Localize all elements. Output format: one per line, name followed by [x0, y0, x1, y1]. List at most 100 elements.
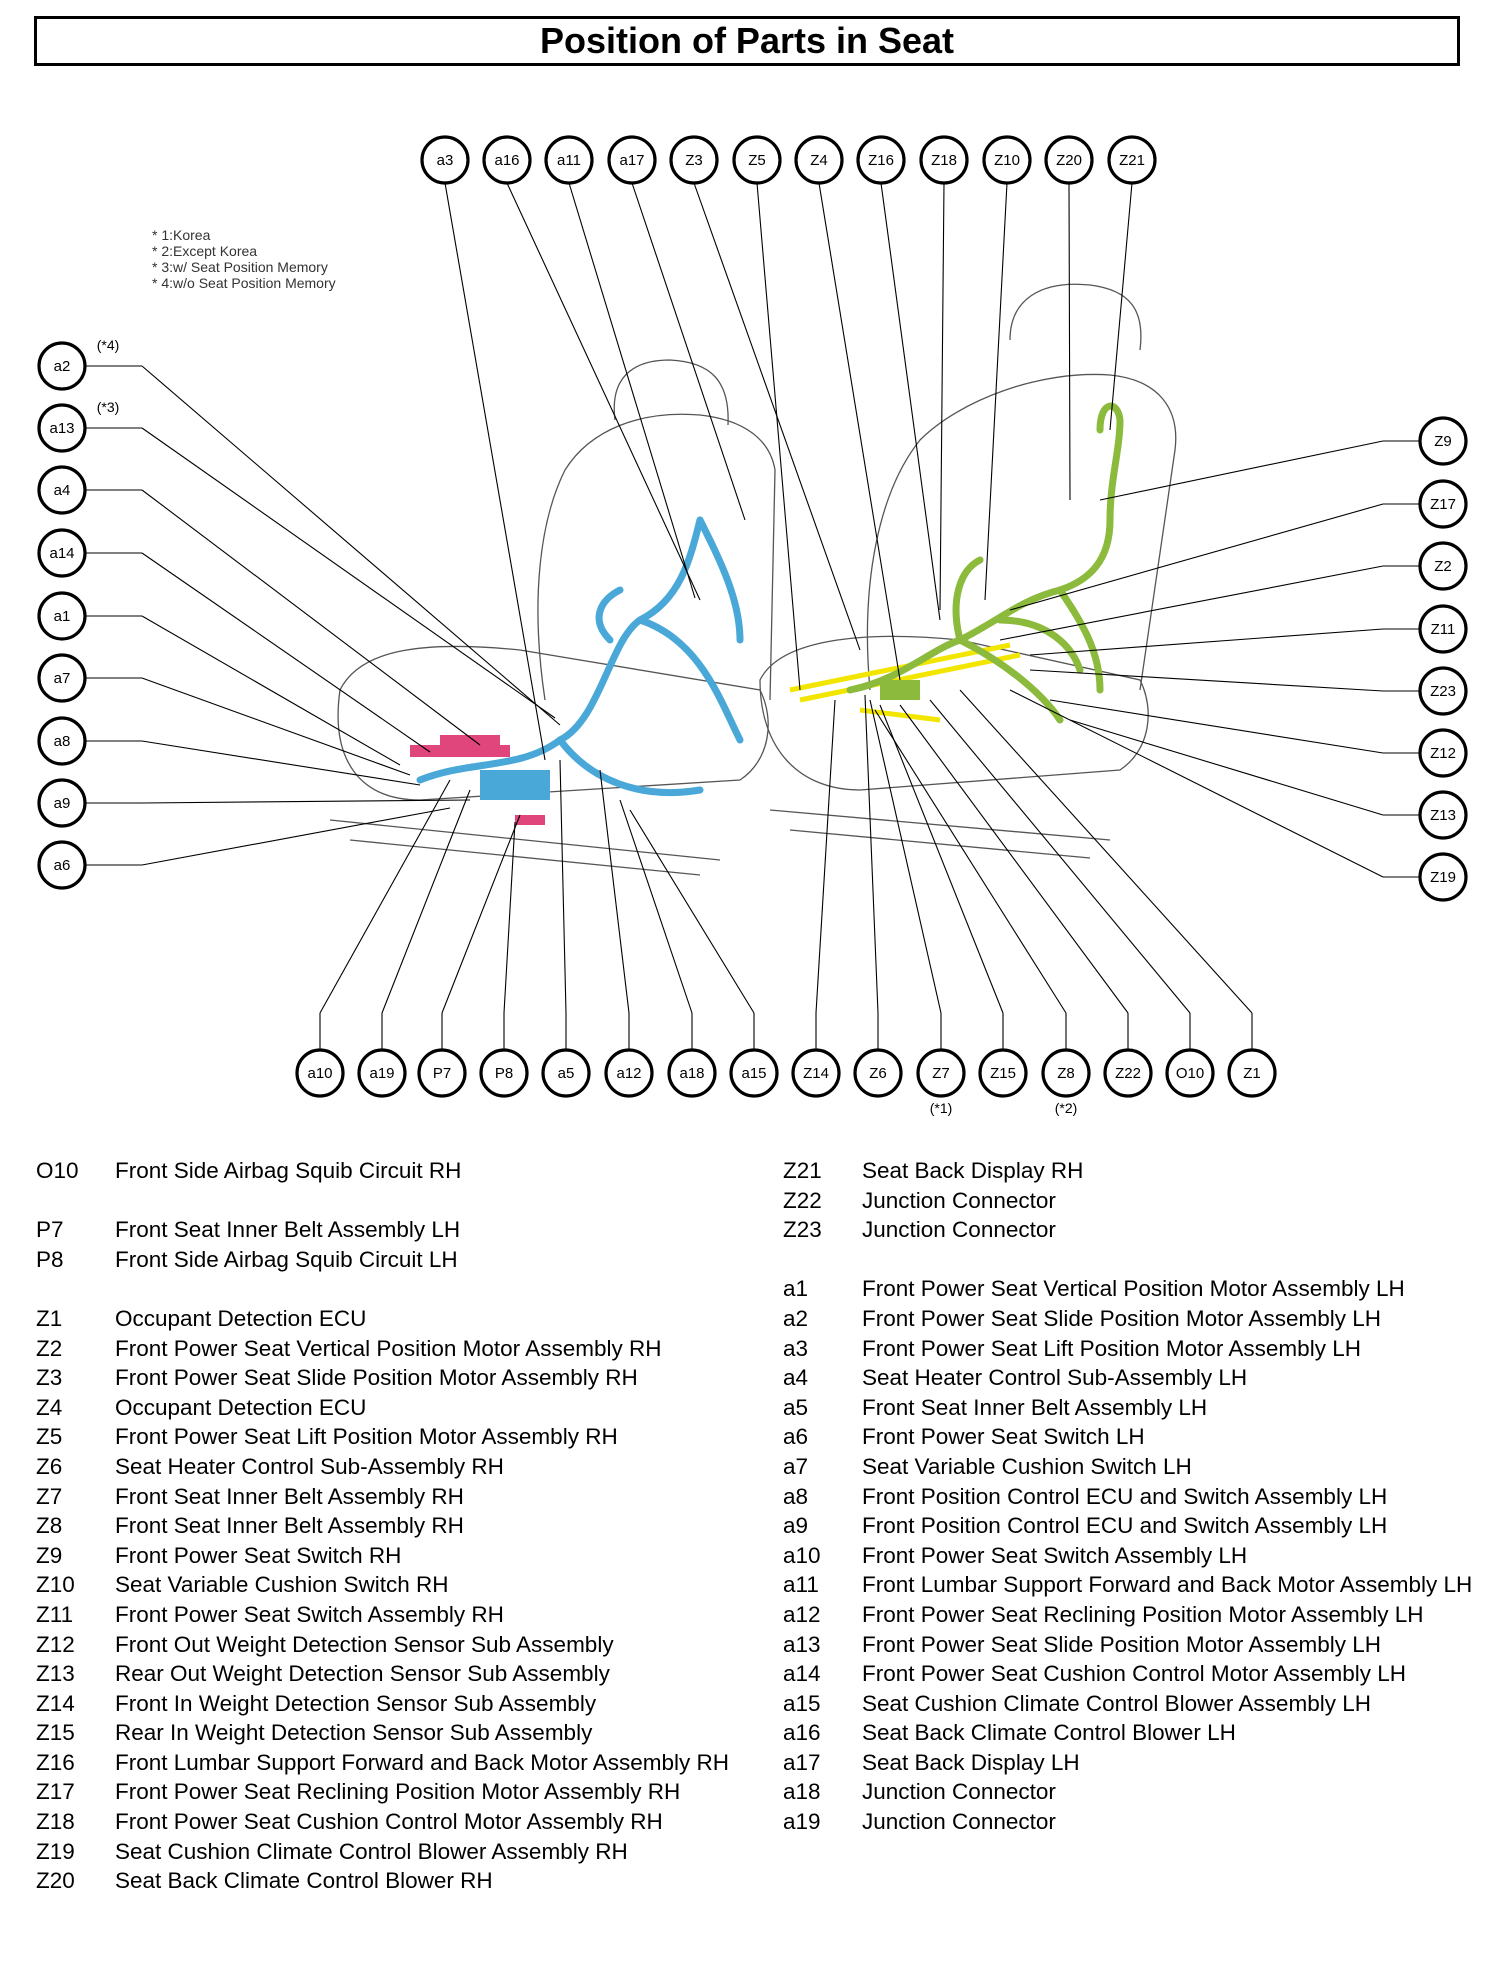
callout-label: Z10: [994, 152, 1020, 169]
callout-p8: P8: [479, 1048, 529, 1098]
callout-label: Z4: [810, 152, 828, 169]
legend-description: Seat Back Display LH: [862, 1749, 1080, 1775]
leader-z12-b: [1049, 699, 1384, 754]
callout-circle: [1107, 135, 1157, 185]
callout-label: P8: [495, 1065, 513, 1082]
legend-code: Z13: [36, 1661, 75, 1687]
callout-label: a6: [54, 857, 71, 874]
leader-a19-b: [381, 789, 471, 1014]
callout-circle: [295, 1048, 345, 1098]
callout-label: Z17: [1430, 496, 1456, 513]
callout-z9: Z9: [1418, 416, 1468, 466]
callout-circle: [37, 778, 87, 828]
legend-code: Z20: [36, 1868, 75, 1894]
legend-description: Front Power Seat Reclining Position Moto…: [115, 1779, 681, 1805]
leader-z17-b: [1009, 503, 1384, 611]
leader-z13-b: [1069, 719, 1384, 816]
callout-label: a4: [54, 482, 71, 499]
legend-item-z20: Z20 Seat Back Climate Control Blower RH: [36, 1866, 756, 1896]
legend-description: Front Power Seat Reclining Position Moto…: [862, 1601, 1424, 1627]
legend-description: Front Seat Inner Belt Assembly LH: [115, 1217, 461, 1243]
callout-label: Z12: [1430, 745, 1456, 762]
leader-z9-b: [1099, 440, 1384, 501]
rh-harness-branch-4: [996, 616, 1084, 674]
legend-description: Front Lumbar Support Forward and Back Mo…: [862, 1572, 1473, 1598]
callout-o10: O10: [1165, 1048, 1215, 1098]
legend-description: Front Lumbar Support Forward and Back Mo…: [115, 1749, 729, 1775]
callout-label: Z9: [1434, 433, 1452, 450]
callout-circle: [37, 840, 87, 890]
callout-z3: Z3: [669, 135, 719, 185]
legend-description: Seat Heater Control Sub-Assembly LH: [862, 1365, 1248, 1391]
legend-description: Seat Back Climate Control Blower RH: [115, 1868, 493, 1894]
callout-circle: [791, 1048, 841, 1098]
legend-code: Z11: [36, 1601, 74, 1627]
lh-airbag-segment-3: [515, 815, 545, 825]
rh-connector-block: [880, 680, 920, 700]
lh-headrest: [613, 359, 729, 426]
legend-description: Front Power Seat Slide Position Motor As…: [862, 1631, 1381, 1657]
callout-z10: Z10: [982, 135, 1032, 185]
leader-a11: [568, 182, 696, 599]
leader-p7-b: [441, 814, 521, 1014]
lh-seat-back: [537, 413, 776, 701]
lh-harness-branch-1: [556, 736, 704, 797]
callout-circle: [1418, 479, 1468, 529]
callout-z23: Z23: [1418, 666, 1468, 716]
callout-label: Z7: [932, 1065, 950, 1082]
legend-code: a13: [783, 1631, 821, 1657]
leader-a6-b: [141, 807, 451, 866]
legend-code: Z16: [36, 1749, 75, 1775]
legend-description: Seat Back Climate Control Blower LH: [862, 1720, 1236, 1746]
legend-code: Z7: [36, 1483, 63, 1509]
callout-a10: a10: [295, 1048, 345, 1098]
callout-circle: [1103, 1048, 1153, 1098]
callout-circle: [37, 465, 87, 515]
callout-circle: [1418, 604, 1468, 654]
leader-a9-b: [141, 799, 471, 804]
callout-circle: [919, 135, 969, 185]
callout-z12: Z12: [1418, 728, 1468, 778]
legend-code: a3: [783, 1335, 809, 1361]
lh-harness-branch-2: [636, 616, 744, 744]
legend-spacer: [36, 1274, 756, 1304]
callout-circle: [541, 1048, 591, 1098]
callout-circle: [482, 135, 532, 185]
leader-z6-b: [864, 694, 879, 1014]
callout-circle: [729, 1048, 779, 1098]
seat-parts-diagram: * 1:Korea* 2:Except Korea* 3:w/ Seat Pos…: [37, 135, 1468, 1116]
legend-code: a18: [783, 1779, 821, 1805]
callout-label: Z15: [990, 1065, 1016, 1082]
legend-item-a4: a4 Seat Heater Control Sub-Assembly LH: [783, 1363, 1483, 1393]
leader-a7-b: [141, 677, 411, 776]
callout-circle: [853, 1048, 903, 1098]
callout-z8: Z8(*2): [1041, 1048, 1091, 1116]
legend-code: a1: [783, 1276, 809, 1302]
leader-z18: [939, 182, 945, 611]
legend-code: a4: [783, 1365, 809, 1391]
seat-outline: [329, 283, 1177, 876]
legend-code: Z9: [36, 1542, 63, 1568]
leader-a8-b: [141, 740, 421, 786]
legend-description: Front Power Seat Switch RH: [115, 1542, 402, 1568]
rh-harness-branch-3: [952, 556, 984, 644]
rh-seat-back: [866, 373, 1177, 691]
callout-a3: a3: [420, 135, 470, 185]
floor-harness: [789, 642, 1021, 723]
rh-harness-riser: [1096, 402, 1124, 524]
legend-code: a6: [783, 1424, 809, 1450]
leader-a4-b: [141, 489, 481, 746]
lh-harness-branch-3: [696, 516, 744, 644]
